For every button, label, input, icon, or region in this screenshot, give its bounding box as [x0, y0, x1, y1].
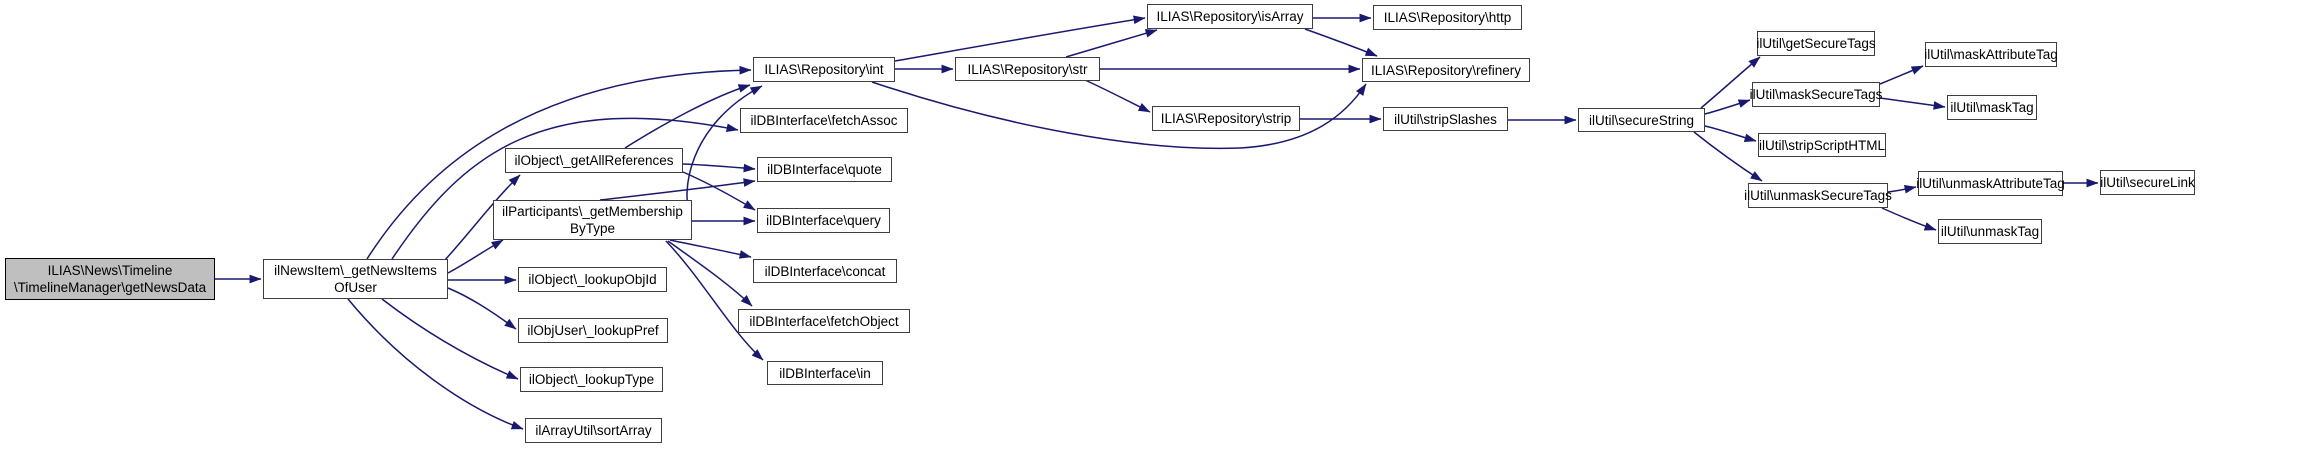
edge-getMembershipByType-to-fetchObject — [667, 240, 753, 307]
node-getAllReferences[interactable]: ilObject\_getAllReferences — [505, 148, 683, 173]
edge-unmaskSecureTags-to-unmaskTag — [1881, 207, 1937, 231]
node-query[interactable]: ilDBInterface\query — [757, 208, 890, 233]
node-unmaskTag[interactable]: ilUtil\unmaskTag — [1938, 219, 2042, 244]
node-maskAttributeTag[interactable]: ilUtil\maskAttributeTag — [1924, 42, 2058, 67]
node-secureLink[interactable]: ilUtil\secureLink — [2100, 170, 2195, 195]
node-lookupObjId[interactable]: ilObject\_lookupObjId — [518, 267, 667, 292]
edge-getNewsItemsOfUser-to-int — [366, 65, 752, 260]
edge-maskSecureTags-to-maskAttributeTag — [1879, 65, 1924, 85]
node-str[interactable]: ILIAS\Repository\str — [955, 57, 1100, 81]
edge-unmaskSecureTags-to-unmaskAttributeTag — [1887, 184, 1917, 194]
node-getMembershipByType[interactable]: ilParticipants\_getMembership ByType — [493, 200, 692, 240]
edge-getAllReferences-to-int — [624, 84, 751, 149]
node-isArray[interactable]: ILIAS\Repository\isArray — [1147, 4, 1313, 29]
node-getNewsItemsOfUser[interactable]: ilNewsItem\_getNewsItems OfUser — [263, 259, 448, 299]
node-in[interactable]: ilDBInterface\in — [767, 361, 883, 385]
node-maskSecureTags[interactable]: ilUtil\maskSecureTags — [1750, 82, 1882, 107]
edge-getMembershipByType-to-concat — [669, 239, 752, 259]
edge-getNewsItemsOfUser-to-sortArray — [347, 298, 524, 430]
edge-isArray-to-refinery — [1304, 28, 1378, 57]
edge-secureString-to-unmaskSecureTags — [1693, 131, 1763, 182]
edge-getMembershipByType-to-quote — [599, 178, 756, 201]
edge-getMembershipByType-to-in — [665, 240, 764, 361]
node-lookupType[interactable]: ilObject\_lookupType — [520, 367, 663, 392]
node-secureString[interactable]: ilUtil\secureString — [1578, 108, 1705, 132]
edge-str-to-isArray — [1065, 29, 1158, 58]
node-unmaskAttributeTag[interactable]: ilUtil\unmaskAttributeTag — [1916, 171, 2065, 196]
node-getNewsData: ILIAS\News\Timeline \TimelineManager\get… — [5, 258, 215, 300]
edge-secureString-to-getSecureTags — [1700, 56, 1761, 109]
node-int[interactable]: ILIAS\Repository\int — [753, 57, 895, 82]
node-quote[interactable]: ilDBInterface\quote — [757, 157, 892, 182]
node-lookupPref[interactable]: ilObjUser\_lookupPref — [518, 318, 668, 343]
edge-secureString-to-maskSecureTags — [1704, 99, 1751, 115]
edge-getNewsItemsOfUser-to-lookupPref — [447, 287, 517, 330]
node-fetchObject[interactable]: ilDBInterface\fetchObject — [738, 309, 910, 333]
node-strip[interactable]: ILIAS\Repository\strip — [1152, 106, 1300, 131]
node-refinery[interactable]: ILIAS\Repository\refinery — [1362, 58, 1530, 82]
edge-getNewsItemsOfUser-to-fetchAssoc — [391, 117, 739, 260]
edge-getNewsItemsOfUser-to-getAllReferences — [443, 174, 521, 262]
edge-secureString-to-stripScriptHTML — [1704, 125, 1757, 142]
edge-str-to-strip — [1084, 79, 1151, 113]
node-unmaskSecureTags[interactable]: ilUtil\unmaskSecureTags — [1744, 183, 1892, 208]
edge-getNewsItemsOfUser-to-lookupType — [381, 298, 519, 380]
node-concat[interactable]: ilDBInterface\concat — [753, 259, 897, 283]
edge-int-to-isArray — [894, 15, 1146, 62]
edge-getNewsItemsOfUser-to-getMembershipByType — [447, 239, 504, 274]
node-fetchAssoc[interactable]: ilDBInterface\fetchAssoc — [740, 108, 908, 133]
edge-int-to-refinery — [871, 81, 1367, 150]
edge-getAllReferences-to-quote — [682, 163, 756, 173]
node-maskTag[interactable]: ilUtil\maskTag — [1947, 95, 2037, 120]
edge-maskSecureTags-to-maskTag — [1879, 97, 1946, 110]
node-sortArray[interactable]: ilArrayUtil\sortArray — [525, 418, 662, 443]
edge-getAllReferences-to-query — [682, 171, 756, 211]
node-getSecureTags[interactable]: ilUtil\getSecureTags — [1756, 31, 1876, 56]
node-http[interactable]: ILIAS\Repository\http — [1373, 5, 1522, 30]
node-stripSlashes[interactable]: ilUtil\stripSlashes — [1383, 107, 1508, 131]
node-stripScriptHTML[interactable]: ilUtil\stripScriptHTML — [1758, 133, 1886, 157]
